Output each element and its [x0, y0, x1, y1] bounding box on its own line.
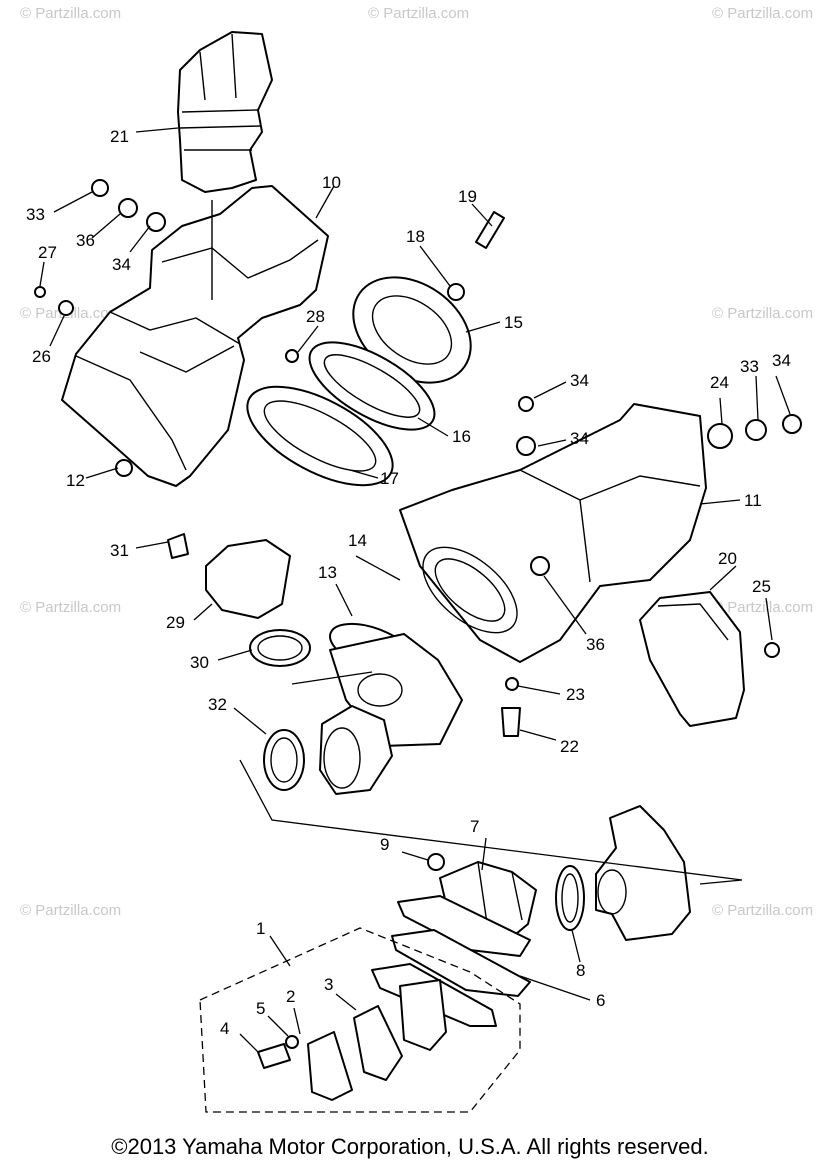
- callout-8: 8: [576, 961, 585, 980]
- callout-22: 22: [560, 737, 579, 756]
- part-8-clamp: [555, 865, 585, 931]
- callout-25: 25: [752, 577, 771, 596]
- callout-7: 7: [470, 817, 479, 836]
- callout-23: 23: [566, 685, 585, 704]
- part-10-airbox-case: [61, 185, 329, 487]
- callout-2: 2: [286, 987, 295, 1006]
- callout-20: 20: [718, 549, 737, 568]
- callout-36: 36: [76, 231, 95, 250]
- callout-15: 15: [504, 313, 523, 332]
- callout-10: 10: [322, 173, 341, 192]
- callout-4: 4: [220, 1019, 229, 1038]
- part-16-filter-element: [308, 341, 436, 431]
- callouts: 21 10 33 36 34 27 26 28 12 19 18 15 16 1…: [26, 127, 791, 1038]
- callout-31: 31: [110, 541, 129, 560]
- part-29-cap: [205, 539, 291, 619]
- callout-30: 30: [190, 653, 209, 672]
- callout-28: 28: [306, 307, 325, 326]
- callout-34-right: 34: [570, 371, 589, 390]
- callout-1: 1: [256, 919, 265, 938]
- callout-35: 34: [112, 255, 131, 274]
- part-13-joint: [319, 622, 463, 795]
- watermark: © Partzilla.com: [20, 902, 121, 919]
- callout-19: 19: [458, 187, 477, 206]
- watermark: © Partzilla.com: [712, 902, 813, 919]
- callout-35-right: 34: [570, 429, 589, 448]
- part-30-clamp: [249, 629, 311, 667]
- callout-34-far: 34: [772, 351, 791, 370]
- part-20-side-cover: [639, 591, 745, 727]
- callout-27: 27: [38, 243, 57, 262]
- carburetor: [595, 805, 691, 941]
- part-11-airbox-cover: [399, 403, 707, 663]
- callout-18: 18: [406, 227, 425, 246]
- watermark: © Partzilla.com: [712, 599, 813, 616]
- small-hardware: [34, 179, 802, 871]
- callout-6: 6: [596, 991, 605, 1010]
- callout-32: 32: [208, 695, 227, 714]
- callout-24: 24: [710, 373, 729, 392]
- part-6-gasket: [391, 895, 531, 997]
- callout-33: 33: [740, 357, 759, 376]
- part-17-filter-frame: [246, 385, 394, 487]
- callout-16: 16: [452, 427, 471, 446]
- callout-21: 21: [110, 127, 129, 146]
- copyright-notice: ©2013 Yamaha Motor Corporation, U.S.A. A…: [111, 1134, 709, 1159]
- callout-13: 13: [318, 563, 337, 582]
- watermark: © Partzilla.com: [368, 5, 469, 22]
- callout-5: 5: [256, 999, 265, 1018]
- part-21-intake-duct: [177, 31, 273, 193]
- callout-9: 9: [380, 835, 389, 854]
- callout-12: 12: [66, 471, 85, 490]
- watermark: © Partzilla.com: [712, 5, 813, 22]
- watermark: © Partzilla.com: [712, 305, 813, 322]
- part-32-clamp: [263, 729, 305, 791]
- callout-34: 33: [26, 205, 45, 224]
- callout-17: 17: [380, 469, 399, 488]
- callout-29: 29: [166, 613, 185, 632]
- callout-26: 26: [32, 347, 51, 366]
- watermark: © Partzilla.com: [20, 599, 121, 616]
- reed-group-outline: [199, 927, 521, 1113]
- leader-lines: [39, 127, 791, 1053]
- callout-3: 3: [324, 975, 333, 994]
- callout-14: 14: [348, 531, 367, 550]
- callout-36-right: 36: [586, 635, 605, 654]
- part-1-reed-valve-assembly: [257, 963, 497, 1101]
- callout-11: 11: [744, 491, 762, 510]
- watermark: © Partzilla.com: [20, 5, 121, 22]
